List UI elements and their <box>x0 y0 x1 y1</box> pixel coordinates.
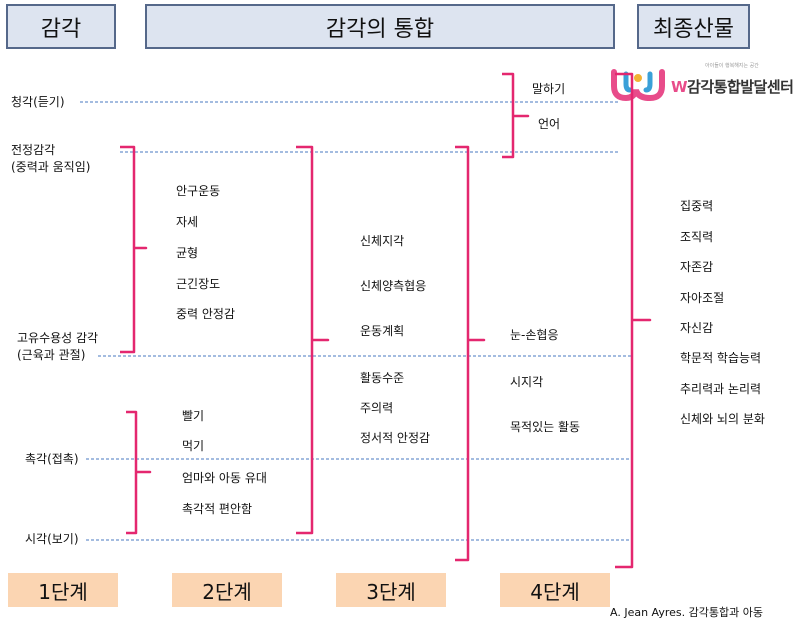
stage-2: 2단계 <box>172 573 282 607</box>
level2-item: 촉각적 편안함 <box>182 502 253 516</box>
bracket-level4-main <box>455 145 486 562</box>
sense-proprioceptive: 고유수용성 감각 (근육과 관절) <box>17 331 99 362</box>
logo-mark-icon <box>611 69 665 102</box>
level2-item: 자세 <box>176 215 199 229</box>
level3-item: 주의력 <box>360 401 394 415</box>
level3-item: 정서적 안정감 <box>360 431 431 445</box>
final-product-item: 신체와 뇌의 분화 <box>680 412 765 426</box>
level3-item: 신체양측협응 <box>360 279 427 293</box>
level2-item: 균형 <box>176 246 199 260</box>
logo-name: W감각통합발달센터 <box>671 76 794 97</box>
sense-vestibular: 전정감각 (중력과 움직임) <box>11 143 91 174</box>
level2-item: 안구운동 <box>176 184 221 198</box>
level2-item: 먹기 <box>182 439 205 453</box>
sense-visual: 시각(보기) <box>25 532 79 546</box>
level2-item: 빨기 <box>182 409 205 423</box>
final-product-item: 조직력 <box>680 230 714 244</box>
bracket-level2-lower <box>126 410 152 535</box>
level4-item: 목적있는 활동 <box>510 420 581 434</box>
bracket-level3 <box>296 145 330 535</box>
final-product-item: 학문적 학습능력 <box>680 351 762 365</box>
final-product-item: 추리력과 논리력 <box>680 382 762 396</box>
final-product-item: 자신감 <box>680 321 714 335</box>
sense-tactile: 촉각(접촉) <box>25 452 79 466</box>
center-logo: 아이들이 행복해지는 공간 W감각통합발달센터 <box>610 62 800 102</box>
header-integration: 감각의 통합 <box>145 4 615 49</box>
level2-item: 엄마와 아동 유대 <box>182 471 267 485</box>
final-product-item: 자아조절 <box>680 291 725 305</box>
level3-item: 신체지각 <box>360 234 405 248</box>
sense-hearing: 청각(듣기) <box>11 95 65 109</box>
level4-item: 시지각 <box>510 375 544 389</box>
bracket-final <box>615 72 652 569</box>
source-credit: A. Jean Ayres. 감각통합과 아동 <box>610 606 763 619</box>
level2-item: 중력 안정감 <box>176 307 236 321</box>
logo-tagline: 아이들이 행복해지는 공간 <box>705 63 759 69</box>
level4-speech-item: 말하기 <box>532 82 566 96</box>
final-product-item: 자존감 <box>680 260 714 274</box>
level4-item: 눈-손협응 <box>510 328 559 342</box>
header-final-products: 최종산물 <box>637 4 750 49</box>
bracket-level4-speech <box>502 72 530 159</box>
stage-4: 4단계 <box>500 573 610 607</box>
header-senses: 감각 <box>6 4 116 49</box>
bracket-level2-upper <box>120 145 148 354</box>
level4-speech-item: 언어 <box>538 117 561 131</box>
level3-item: 활동수준 <box>360 371 405 385</box>
logo-letter: W <box>671 78 688 96</box>
stage-1: 1단계 <box>8 573 118 607</box>
final-product-item: 집중력 <box>680 199 714 213</box>
logo-title: 감각통합발달센터 <box>687 78 794 96</box>
level2-item: 근긴장도 <box>176 277 221 291</box>
stage-3: 3단계 <box>336 573 446 607</box>
level3-item: 운동계획 <box>360 324 405 338</box>
